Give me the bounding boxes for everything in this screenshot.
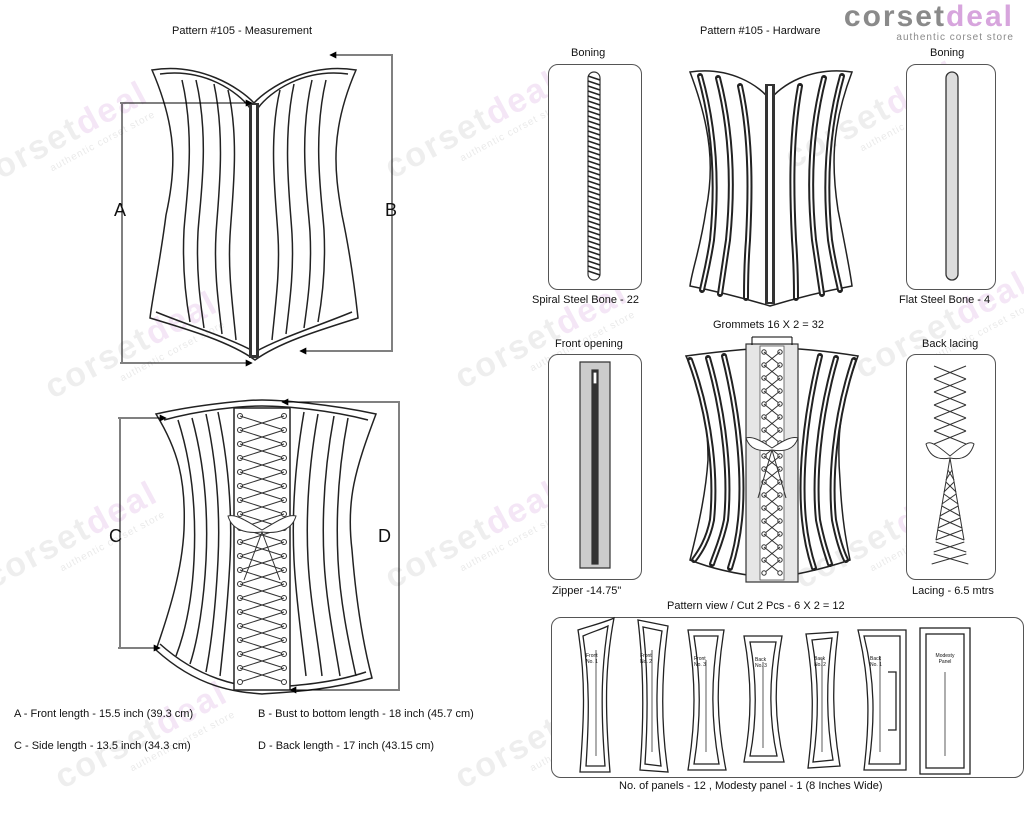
flat-bone — [945, 71, 959, 281]
label-c: C — [109, 526, 122, 546]
back-lacing-cross — [227, 413, 297, 685]
grommets-label: Grommets 16 X 2 = 32 — [713, 319, 824, 331]
pattern-grain-lines — [595, 650, 946, 756]
panels-caption: No. of panels - 12 , Modesty panel - 1 (… — [619, 780, 883, 792]
legend-c: C - Side length - 13.5 inch (34.3 cm) — [14, 740, 191, 752]
legend-b: B - Bust to bottom length - 18 inch (45.… — [258, 708, 474, 720]
front-opening-title: Front opening — [555, 338, 623, 350]
measure-a — [120, 99, 253, 367]
label-b: B — [385, 200, 398, 220]
panel-label-front-1: Front No. 1 — [586, 653, 598, 665]
zipper — [579, 361, 611, 569]
pattern-panels — [577, 616, 971, 775]
panel-label-modesty: Modesty Panel — [935, 653, 955, 665]
panel-label-back-1: Back No. 1 — [870, 656, 882, 668]
spiral-bone — [587, 71, 601, 281]
measure-d — [281, 398, 400, 694]
back-lacing-diagram — [925, 365, 975, 565]
measure-c — [118, 414, 167, 652]
label-a: A — [114, 200, 127, 220]
spiral-bone-caption: Spiral Steel Bone - 22 — [532, 294, 640, 306]
measurement-title: Pattern #105 - Measurement — [172, 25, 313, 37]
hardware-back-bones-inner — [689, 355, 855, 569]
front-corset-outline — [149, 67, 359, 361]
lacing-caption: Lacing - 6.5 mtrs — [912, 585, 994, 597]
back-lacing-title: Back lacing — [922, 338, 979, 350]
boning-right-title: Boning — [930, 47, 965, 59]
legend-d: D - Back length - 17 inch (43.15 cm) — [258, 740, 435, 752]
panel-label-front-2: Front No. 2 — [640, 653, 652, 665]
measure-b — [299, 51, 393, 355]
zipper-caption: Zipper -14.75" — [552, 585, 622, 597]
flat-bone-caption: Flat Steel Bone - 4 — [899, 294, 991, 306]
hardware-front-bones-inner — [699, 75, 843, 299]
grommets-bracket — [751, 336, 793, 345]
boning-left-title: Boning — [571, 47, 606, 59]
label-d: D — [378, 526, 391, 546]
legend-a: A - Front length - 15.5 inch (39.3 cm) — [14, 708, 194, 720]
hardware-title: Pattern #105 - Hardware — [700, 25, 821, 37]
panel-label-back-2: Back No. 2 — [814, 656, 826, 668]
back-lacing-card — [906, 354, 996, 580]
pattern-view-title: Pattern view / Cut 2 Pcs - 6 X 2 = 12 — [667, 600, 845, 612]
brand-logo: corsetdeal authentic corset store — [843, 0, 1014, 43]
hardware-front-corset — [688, 70, 854, 307]
hardware-lacing — [745, 349, 799, 576]
panel-label-front-3: Front No. 3 — [694, 656, 706, 668]
panel-label-back-3: Back No. 3 — [755, 657, 767, 669]
